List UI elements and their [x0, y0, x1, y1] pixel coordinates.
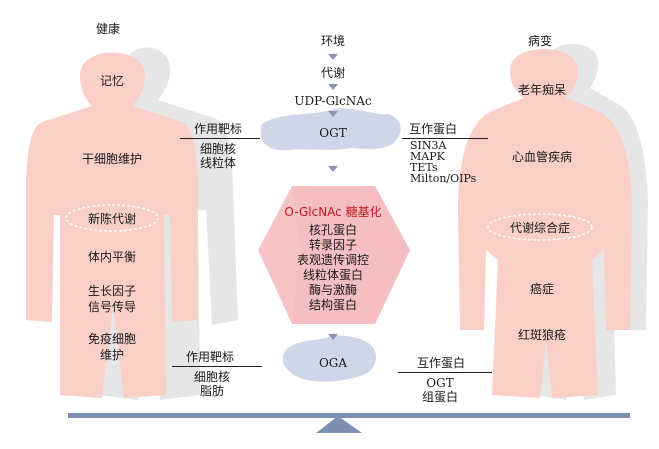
left-item-maintenance: 维护 [99, 348, 125, 362]
ogt-label: OGT [319, 126, 347, 140]
arrow-metab-udp [328, 84, 338, 90]
right-item-cancer: 癌症 [529, 282, 555, 296]
arrow-udp-ogt [328, 111, 338, 117]
ogt-partner-sin3a: SIN3A [410, 139, 447, 152]
ogt-partners-line [402, 138, 488, 139]
hex-item-mitochondrial: 线粒体蛋白 [302, 268, 364, 282]
left-item-homeostasis: 体内平衡 [87, 250, 137, 264]
arrow-env-metab [328, 54, 338, 60]
oga-partners-label: 互作蛋白 [416, 356, 466, 370]
ogt-target-nucleus: 细胞核 [199, 142, 237, 156]
right-item-cardio: 心血管疾病 [511, 150, 573, 164]
ogt-targets-label: 作用靶标 [193, 122, 243, 136]
metabolism-label: 代谢 [320, 66, 346, 80]
left-title: 健康 [95, 22, 121, 36]
hex-item-epigenetic: 表观遗传调控 [296, 253, 370, 267]
udp-glcnac-label: UDP-GlcNAc [294, 94, 372, 108]
hex-item-nuclear-pore: 核孔蛋白 [308, 223, 358, 237]
right-title: 病变 [527, 34, 553, 48]
ogt-partner-milton: Milton/OIPs [410, 172, 477, 185]
ogt-partner-mapk: MAPK [410, 150, 445, 163]
left-item-growth-factor: 生长因子 [87, 284, 137, 298]
oga-label: OGA [318, 356, 348, 370]
right-item-metabolic-syndrome: 代谢综合症 [509, 221, 571, 235]
oga-target-fat: 脂肪 [199, 384, 225, 398]
balance-fulcrum [316, 416, 362, 433]
ogt-partners-label: 互作蛋白 [408, 122, 458, 136]
left-item-signaling: 信号传导 [87, 300, 137, 314]
left-item-immune: 免疫细胞 [87, 332, 137, 346]
oga-partner-histone: 组蛋白 [421, 390, 459, 404]
arrow-hex-oga [328, 334, 338, 340]
hex-item-transcription: 转录因子 [308, 238, 358, 252]
o-glcnac-hexagon [258, 186, 410, 324]
ogt-protein-structure [260, 108, 401, 151]
ogt-targets-line [180, 138, 260, 139]
oga-protein-structure [282, 335, 376, 382]
oga-partner-ogt: OGT [426, 376, 454, 390]
ogt-target-mitochondria: 线粒体 [199, 156, 237, 170]
right-metabolism-ellipse [487, 213, 593, 241]
hexagon-title: O-GlcNAc 糖基化 [284, 205, 382, 219]
left-item-stem-cell: 干细胞维护 [81, 152, 143, 166]
oga-targets-line [172, 366, 262, 367]
hex-item-enzymes: 酶与激酶 [308, 283, 358, 297]
oga-target-nucleus: 细胞核 [193, 370, 231, 384]
left-figure [26, 52, 198, 398]
right-item-alzheimer: 老年痴呆 [517, 83, 567, 97]
oga-targets-label: 作用靶标 [185, 350, 235, 364]
arrow-ogt-hex [328, 166, 338, 172]
balance-beam [68, 413, 630, 418]
hex-item-structural: 结构蛋白 [308, 298, 358, 312]
oga-partners-line [398, 372, 492, 373]
right-item-lupus: 红斑狼疮 [517, 328, 567, 342]
left-metabolism-ellipse [65, 204, 159, 232]
right-figure [458, 49, 632, 398]
env-label: 环境 [320, 34, 346, 48]
left-item-memory: 记忆 [99, 74, 125, 88]
ogt-partner-tets: TETs [410, 161, 438, 174]
left-item-metabolism: 新陈代谢 [87, 212, 137, 226]
